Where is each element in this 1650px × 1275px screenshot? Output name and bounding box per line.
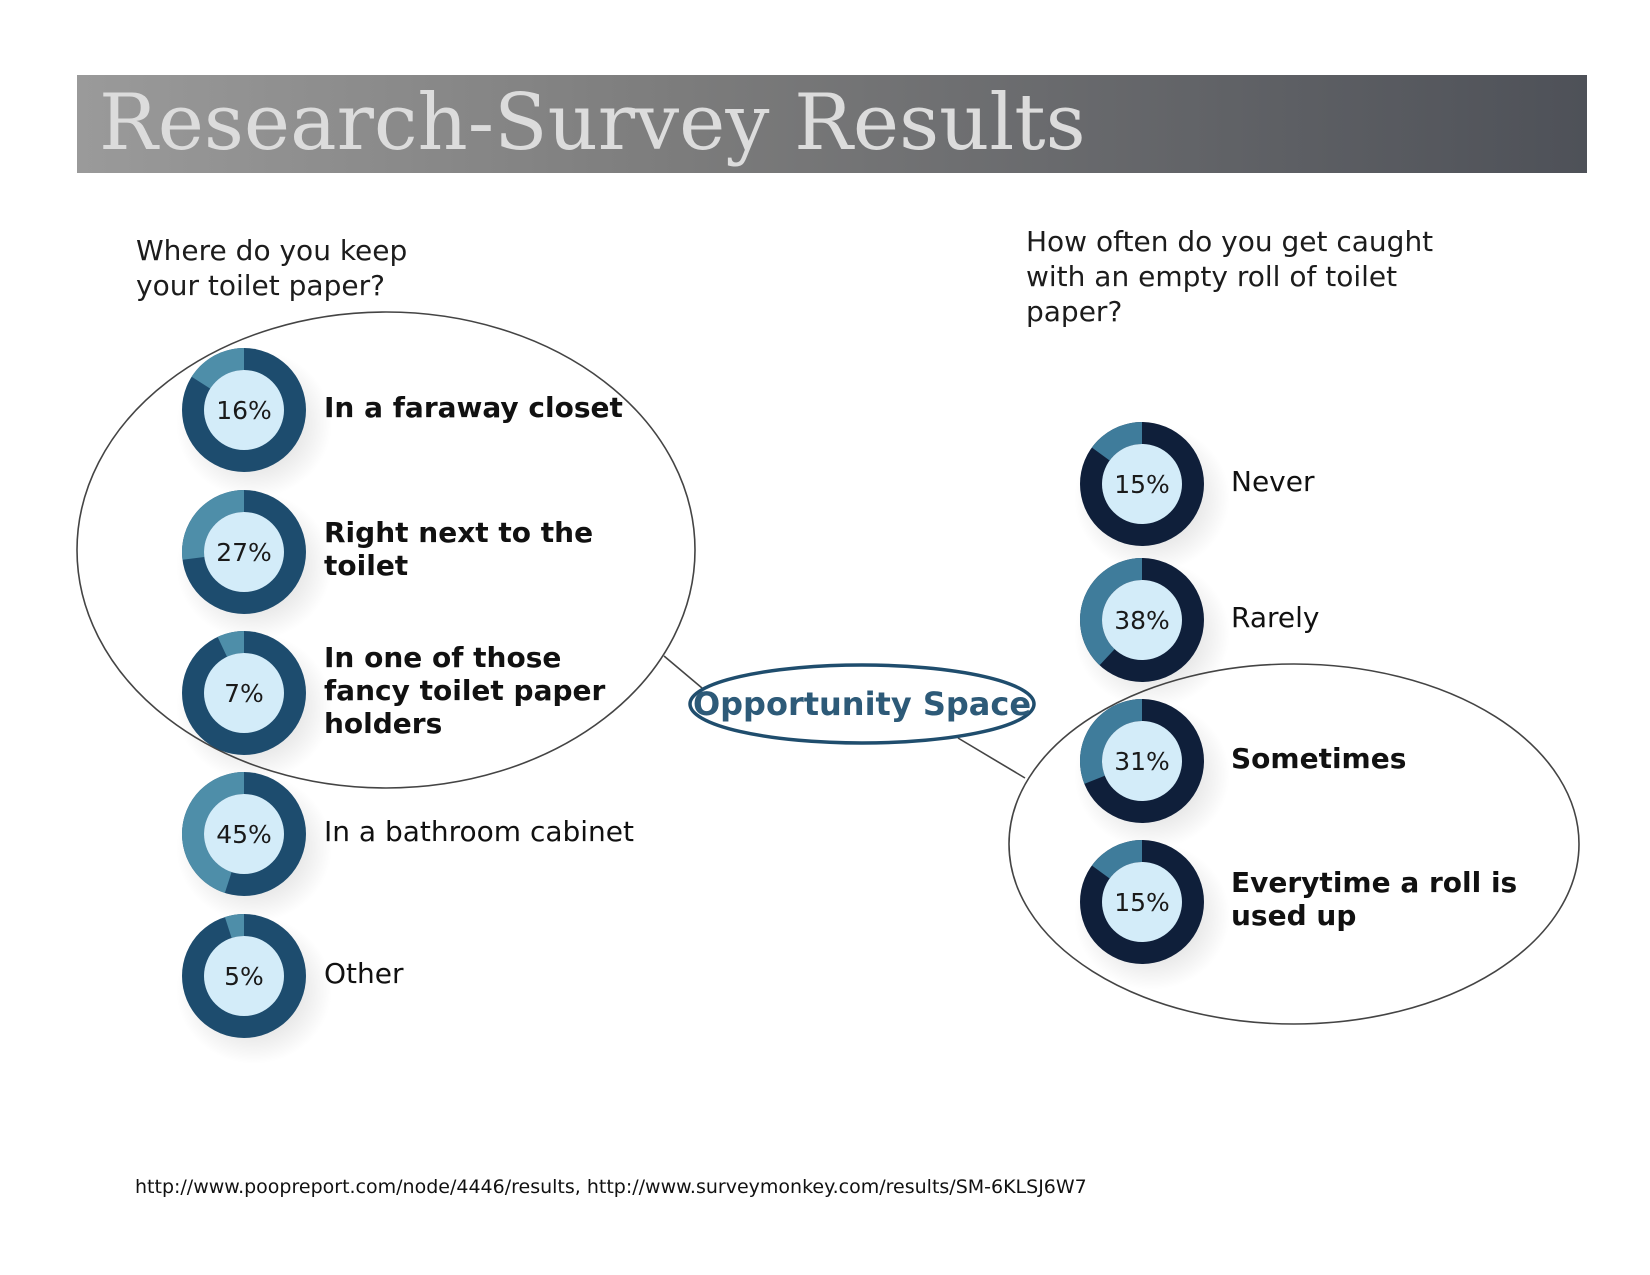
item-label-never: Never	[1231, 464, 1315, 498]
donut-slice-sometimes	[1080, 699, 1142, 784]
connector-right	[957, 737, 1026, 779]
connector-left	[663, 655, 703, 689]
item-label-in-a-faraway-closet: In a faraway closet	[324, 390, 623, 424]
donut-center	[1102, 721, 1182, 801]
donut-center	[204, 512, 284, 592]
percent-label: 27%	[216, 538, 272, 567]
question-frequency: How often do you get caught with an empt…	[1026, 225, 1434, 328]
donut-slice-never	[1091, 422, 1142, 461]
donut-center	[1102, 862, 1182, 942]
donut-center	[1102, 580, 1182, 660]
donut-slice-right-next-to-the-toilet	[181, 490, 244, 560]
percent-label: 5%	[224, 962, 264, 991]
question-location: Where do you keep your toilet paper?	[136, 234, 408, 302]
item-label-in-one-of-those-fancy-toilet-paper-holders: In one of those fancy toilet paper holde…	[324, 640, 606, 740]
opportunity-space-outline	[688, 663, 1036, 745]
donut-slice-rarely	[1080, 558, 1142, 666]
percent-label: 7%	[224, 679, 264, 708]
donut-slice-in-a-bathroom-cabinet	[182, 772, 244, 893]
item-label-other: Other	[324, 956, 404, 990]
item-label-everytime-a-roll-is-used-up: Everytime a roll is used up	[1231, 866, 1518, 932]
item-label-sometimes: Sometimes	[1231, 741, 1407, 775]
percent-label: 38%	[1114, 606, 1170, 635]
highlight-ellipse-right	[1008, 663, 1580, 1025]
title-banner: Research-Survey Results	[77, 75, 1587, 173]
percent-label: 16%	[216, 396, 272, 425]
donut-slice-other	[224, 914, 244, 938]
opportunity-space-label: Opportunity Space	[692, 685, 1032, 723]
percent-label: 15%	[1114, 470, 1170, 499]
donut-slice-in-one-of-those-fancy-toilet-paper-holders	[217, 631, 244, 657]
donut-center	[204, 653, 284, 733]
donut-center	[1102, 444, 1182, 524]
page-title: Research-Survey Results	[99, 78, 1086, 168]
donut-slice-in-a-faraway-closet	[191, 348, 244, 389]
donut-slice-everytime-a-roll-is-used-up	[1091, 840, 1142, 879]
donut-center	[204, 370, 284, 450]
highlight-ellipse-left	[76, 311, 696, 789]
percent-label: 31%	[1114, 747, 1170, 776]
percent-label: 45%	[216, 820, 272, 849]
percent-label: 15%	[1114, 888, 1170, 917]
source-citation: http://www.poopreport.com/node/4446/resu…	[135, 1176, 1087, 1198]
donut-center	[204, 936, 284, 1016]
item-label-right-next-to-the-toilet: Right next to the toilet	[324, 516, 594, 582]
item-label-in-a-bathroom-cabinet: In a bathroom cabinet	[324, 814, 635, 848]
item-label-rarely: Rarely	[1231, 600, 1320, 634]
donut-center	[204, 794, 284, 874]
